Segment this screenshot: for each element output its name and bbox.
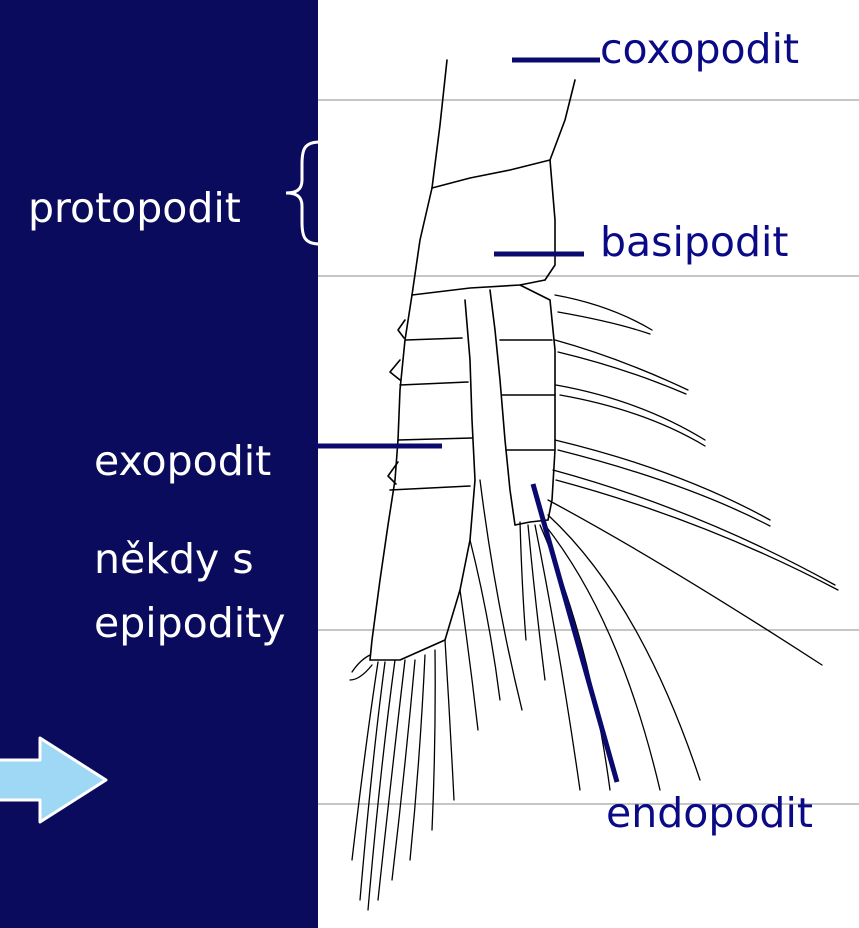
label-endopodit: endopodit — [606, 793, 813, 834]
panel-rules — [318, 100, 859, 804]
label-protopodit: protopodit — [28, 188, 241, 229]
label-coxopodit: coxopodit — [600, 29, 799, 70]
label-nekdy-s: někdy s — [94, 539, 254, 580]
leader-endopodit — [533, 484, 617, 782]
label-basipodit: basipodit — [600, 222, 789, 263]
curly-brace — [280, 138, 324, 248]
right-arrow-icon — [0, 738, 106, 822]
label-exopodit: exopodit — [94, 441, 271, 482]
label-epipodity: epipodity — [94, 603, 286, 644]
leader-lines — [315, 60, 617, 782]
